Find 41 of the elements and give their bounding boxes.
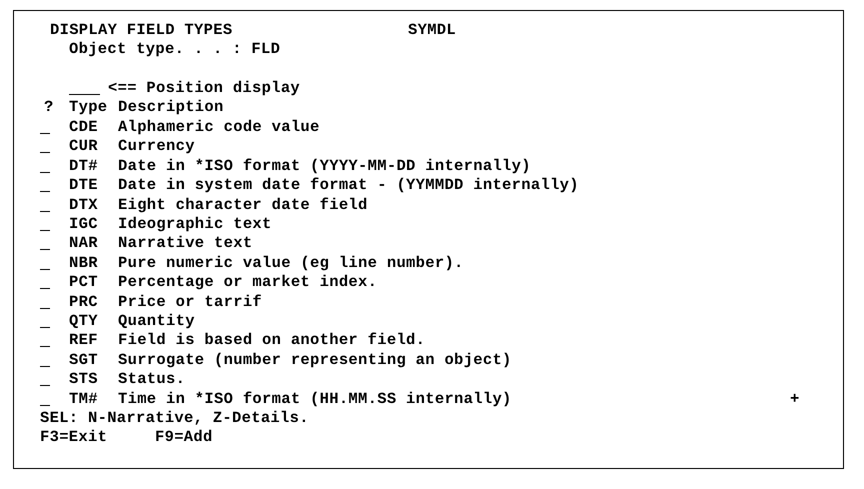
type-description: Alphameric code value	[118, 118, 320, 136]
column-header: Description	[118, 98, 224, 116]
type-description: Price or tarrif	[118, 292, 262, 311]
type-description: Ideographic text	[118, 215, 272, 233]
column-header: Type	[69, 98, 108, 116]
object-type-label: Object type. . . : FLD	[69, 40, 280, 58]
type-description: Surrogate (number representing an object)	[118, 350, 512, 369]
type-description: Eight character date field	[118, 196, 368, 214]
type-code: REF	[69, 331, 98, 350]
type-description: Field is based on another field.	[118, 331, 426, 350]
type-code: TM#	[69, 390, 98, 408]
type-code: IGC	[69, 215, 98, 233]
selection-help: SEL: N-Narrative, Z-Details.	[40, 409, 309, 427]
function-key: F9=Add	[155, 428, 213, 446]
type-code: PRC	[69, 292, 98, 311]
type-code: SGT	[69, 350, 98, 369]
function-key: F3=Exit	[40, 428, 108, 446]
type-code: CDE	[69, 118, 98, 136]
type-code: QTY	[69, 312, 98, 330]
type-description: Narrative text	[118, 234, 252, 252]
column-header: ?	[44, 98, 54, 116]
type-description: Time in *ISO format (HH.MM.SS internally)	[118, 390, 512, 408]
type-code: PCT	[69, 273, 98, 292]
type-description: Date in *ISO format (YYYY-MM-DD internally)	[118, 156, 531, 175]
type-description: Date in system date format - (YYMMDD internally)	[118, 176, 579, 194]
type-code: NAR	[69, 234, 98, 252]
type-code: DTX	[69, 196, 98, 214]
screen-title: DISPLAY FIELD TYPES	[50, 21, 232, 39]
type-description: Status.	[118, 370, 186, 388]
type-description: Quantity	[118, 312, 195, 330]
screen-id: SYMDL	[408, 21, 456, 39]
type-code: DTE	[69, 176, 98, 194]
position-display-label: <== Position display	[108, 79, 300, 97]
type-code: CUR	[69, 137, 98, 156]
type-description: Percentage or market index.	[118, 273, 378, 292]
type-description: Currency	[118, 137, 195, 156]
more-indicator: +	[790, 390, 800, 408]
type-code: DT#	[69, 156, 98, 175]
type-code: STS	[69, 370, 98, 388]
type-code: NBR	[69, 254, 98, 272]
type-description: Pure numeric value (eg line number).	[118, 254, 464, 272]
